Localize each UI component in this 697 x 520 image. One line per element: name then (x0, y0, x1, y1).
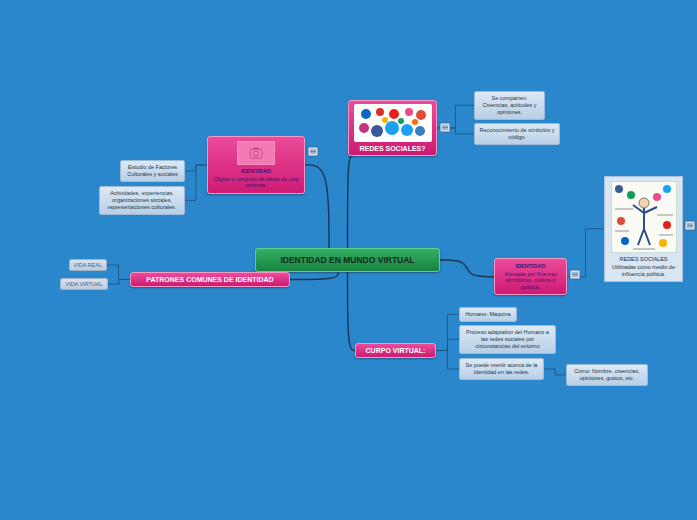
branch-connector (436, 351, 459, 369)
note-icon (685, 221, 695, 230)
branch-connector (544, 369, 566, 375)
node-title: Humano- Maquina (464, 311, 512, 318)
node-title: Se puede mentir acerca de la Identidad e… (464, 362, 539, 376)
branch-connector (567, 229, 604, 277)
branch-connector (305, 165, 329, 248)
branch-connector (108, 280, 130, 285)
node-title: VIDA VIRTUAL (65, 281, 103, 287)
node-title: Proceso adaptativo del Humano a las rede… (464, 329, 551, 350)
topic-box: IDENTIDADAfectada por Fuerzas simbólicas… (494, 258, 567, 295)
note-box: Reconocimiento de símbolos y código. (474, 123, 560, 145)
branch-connector (436, 314, 459, 350)
note-box: Humano- Maquina (459, 307, 517, 322)
node-title: VIDA REAL (74, 262, 102, 268)
node-title: PATRONES COMUNES DE IDENTIDAD (135, 276, 285, 283)
note-box: Actividades, experiencias, organizacione… (99, 186, 185, 215)
node-title: REDES SOCIALES (608, 256, 679, 263)
branch-connector (185, 165, 207, 200)
node-title: REDES SOCIALES? (353, 145, 432, 152)
note-box: VIDA REAL (69, 259, 107, 271)
note-box: Como: Nombre, creencias, opiniones, gust… (566, 364, 648, 386)
note-box: VIDA VIRTUAL (60, 278, 108, 290)
node-title: Reconocimiento de símbolos y código. (479, 127, 555, 141)
topic-box: CURPO VIRTUAL: (355, 343, 436, 358)
branch-connector (107, 265, 130, 280)
node-title: Actividades, experiencias, organizacione… (104, 190, 180, 211)
camera-picture (237, 141, 275, 165)
node-body: Afectada por Fuerzas simbólicas, cultura… (499, 271, 562, 291)
node-body: Objeto o conjunto de ideas de una person… (212, 176, 300, 189)
central-topic: IDENTIDAD EN MUNDO VIRTUAL (255, 248, 440, 272)
topic-box: IDENTIDADObjeto o conjunto de ideas de u… (207, 136, 305, 194)
branch-connector (440, 260, 494, 277)
node-title: Se comparten: Creencias, actitudes y opi… (479, 95, 540, 116)
branch-connector (348, 272, 356, 351)
note-box: Se comparten: Creencias, actitudes y opi… (474, 91, 545, 120)
branch-connector (436, 339, 459, 350)
note-icon (440, 123, 450, 132)
branch-connector (348, 156, 353, 248)
node-title: IDENTIDAD EN MUNDO VIRTUAL (264, 255, 431, 265)
note-icon (308, 147, 318, 156)
social-icons-picture (354, 104, 432, 142)
note-box: Proceso adaptativo del Humano a las rede… (459, 325, 556, 354)
note-icon (570, 270, 580, 279)
node-title: Como: Nombre, creencias, opiniones, gust… (571, 368, 643, 382)
node-title: CURPO VIRTUAL: (360, 347, 431, 354)
node-body: Utilizadas como medio de influencia polí… (608, 264, 679, 278)
poster-picture (611, 181, 677, 253)
node-title: IDENTIDAD (212, 168, 300, 175)
note-box: Se puede mentir acerca de la Identidad e… (459, 358, 544, 380)
node-title: Estudio de Factores Culturales y sociale… (125, 164, 180, 178)
topic-box: PATRONES COMUNES DE IDENTIDAD (130, 272, 290, 287)
image-box: REDES SOCIALESUtilizadas como medio de i… (604, 176, 683, 282)
topic-box: REDES SOCIALES? (348, 100, 437, 156)
branch-connector (290, 272, 338, 280)
node-title: IDENTIDAD (499, 263, 562, 270)
note-box: Estudio de Factores Culturales y sociale… (120, 160, 185, 182)
